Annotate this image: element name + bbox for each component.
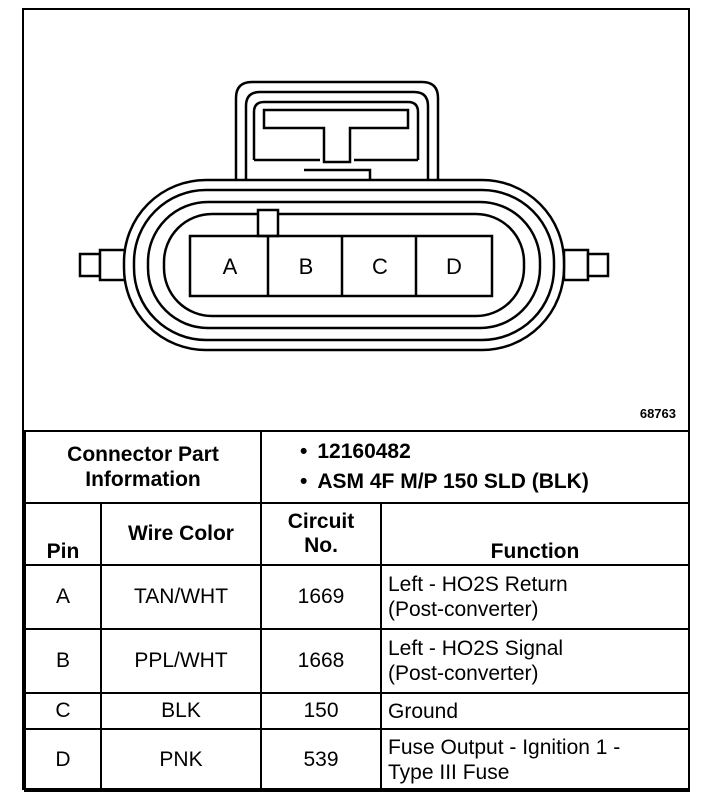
pin-label-c: C bbox=[372, 254, 388, 279]
row-a-function-line2: (Post-converter) bbox=[388, 598, 539, 621]
pin-housing bbox=[188, 234, 494, 298]
header-circuit-line1: Circuit bbox=[287, 510, 355, 533]
row-b-circuit: 1668 bbox=[260, 628, 382, 694]
table-header-row: Pin Wire Color Circuit No. Function bbox=[24, 502, 690, 566]
row-d-circuit: 539 bbox=[260, 728, 382, 792]
row-b-pin: B bbox=[24, 628, 102, 694]
connector-side-tabs bbox=[78, 248, 610, 282]
pin-label-b: B bbox=[299, 254, 314, 279]
row-c-wire-color: BLK bbox=[100, 692, 262, 730]
pin-label-a: A bbox=[223, 254, 238, 279]
part-number: 12160482 bbox=[300, 437, 682, 467]
table-row: A TAN/WHT 1669 Left - HO2S Return (Post-… bbox=[24, 564, 690, 630]
connector-body bbox=[122, 178, 566, 352]
part-info-label-line2: Information bbox=[85, 468, 201, 491]
row-b-function-line2: (Post-converter) bbox=[388, 662, 539, 685]
diagram-frame: A B C D 68763 Connector Part Information… bbox=[22, 8, 690, 792]
connector-info-table: Connector Part Information 12160482 ASM … bbox=[24, 430, 690, 792]
header-circuit: Circuit No. bbox=[260, 502, 382, 566]
row-a-function-line1: Left - HO2S Return bbox=[388, 573, 568, 596]
table-row: D PNK 539 Fuse Output - Ignition 1 - Typ… bbox=[24, 728, 690, 792]
row-a-wire-color: TAN/WHT bbox=[100, 564, 262, 630]
part-info-label-line1: Connector Part bbox=[67, 443, 219, 466]
row-b-function-line1: Left - HO2S Signal bbox=[388, 637, 564, 660]
part-info-row: Connector Part Information 12160482 ASM … bbox=[24, 430, 690, 504]
row-b-function: Left - HO2S Signal (Post-converter) bbox=[380, 628, 690, 694]
part-info-label: Connector Part Information bbox=[24, 430, 262, 504]
row-a-circuit: 1669 bbox=[260, 564, 382, 630]
table-row: B PPL/WHT 1668 Left - HO2S Signal (Post-… bbox=[24, 628, 690, 694]
part-description: ASM 4F M/P 150 SLD (BLK) bbox=[300, 467, 682, 497]
header-circuit-line2: No. bbox=[304, 534, 338, 557]
row-c-circuit: 150 bbox=[260, 692, 382, 730]
pin-label-d: D bbox=[446, 254, 462, 279]
row-a-function: Left - HO2S Return (Post-converter) bbox=[380, 564, 690, 630]
row-c-function: Ground bbox=[380, 692, 690, 730]
table-row: C BLK 150 Ground bbox=[24, 692, 690, 730]
header-function: Function bbox=[380, 502, 690, 566]
row-d-pin: D bbox=[24, 728, 102, 792]
row-b-wire-color: PPL/WHT bbox=[100, 628, 262, 694]
row-d-function: Fuse Output - Ignition 1 - Type III Fuse bbox=[380, 728, 690, 792]
row-d-function-line1: Fuse Output - Ignition 1 - bbox=[388, 736, 621, 759]
row-a-pin: A bbox=[24, 564, 102, 630]
figure-id: 68763 bbox=[639, 406, 676, 421]
connector-latch bbox=[234, 80, 440, 184]
header-wire-color: Wire Color bbox=[100, 502, 262, 566]
row-d-function-line2: Type III Fuse bbox=[388, 761, 510, 784]
header-pin: Pin bbox=[24, 502, 102, 566]
connector-key bbox=[256, 208, 280, 238]
row-d-wire-color: PNK bbox=[100, 728, 262, 792]
part-info-values: 12160482 ASM 4F M/P 150 SLD (BLK) bbox=[260, 430, 690, 504]
row-c-pin: C bbox=[24, 692, 102, 730]
connector-drawing: A B C D bbox=[78, 80, 610, 352]
